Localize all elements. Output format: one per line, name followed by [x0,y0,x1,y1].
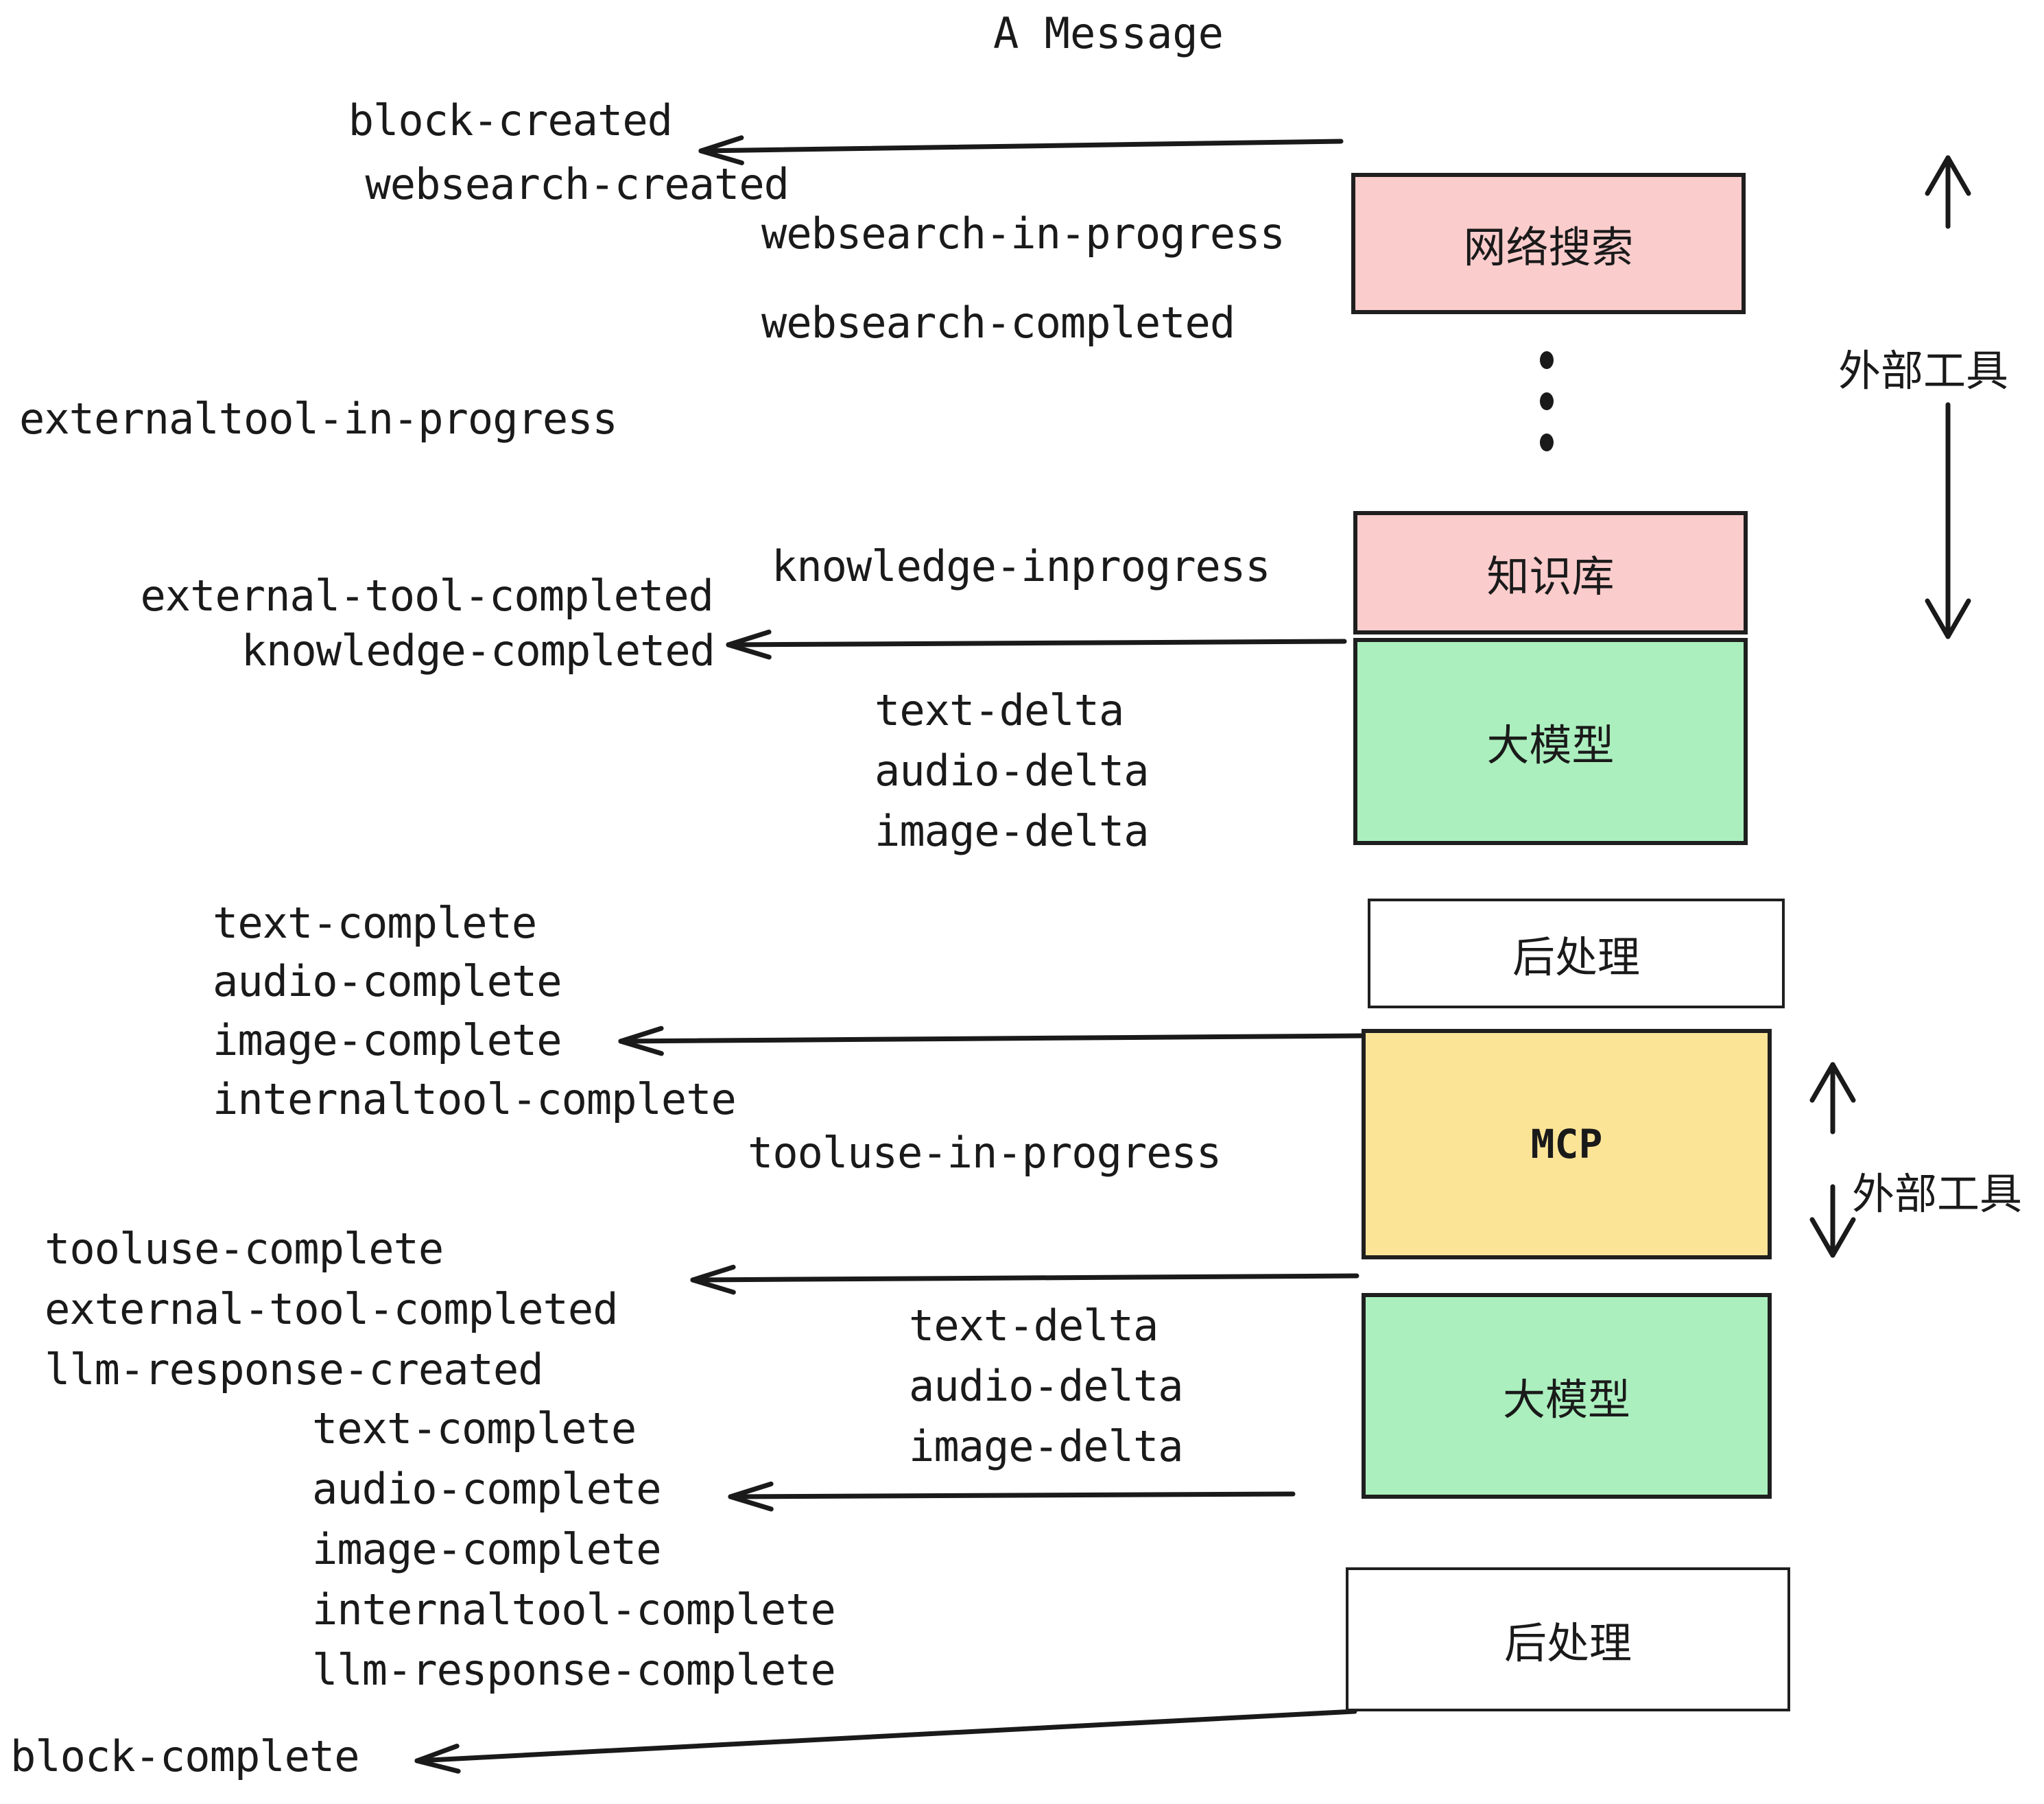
event-label-audio-complete-1: audio-complete [213,956,562,1006]
event-label-websearch-completed: websearch-completed [761,298,1235,348]
event-label-llm-response-complete: llm-response-complete [312,1645,836,1695]
ellipsis-dot [1540,434,1554,451]
event-label-image-delta-1: image-delta [875,806,1150,856]
arrow-block-created [698,135,1344,165]
side-label-external-tool-top: 外部工具 [1838,346,2009,396]
event-label-tooluse-in-progress: tooluse-in-progress [748,1128,1222,1178]
box-llm-2: 大模型 [1362,1293,1772,1499]
box-postprocess-1: 后处理 [1368,899,1785,1008]
event-label-block-created: block-created [348,95,673,145]
external-tool-bracket-bot-down [1809,1184,1856,1258]
event-label-websearch-in-progress: websearch-in-progress [761,209,1285,259]
event-label-text-complete-2: text-complete [312,1403,637,1453]
ellipsis-dot [1540,392,1554,410]
arrow-knowledge-done [726,629,1347,660]
ellipsis-dot [1540,351,1554,369]
side-label-external-tool-bottom: 外部工具 [1852,1169,2023,1219]
arrow-image-complete [618,1025,1364,1056]
event-label-text-complete-1: text-complete [213,898,537,948]
event-label-audio-complete-2: audio-complete [312,1464,662,1514]
event-label-audio-delta-1: audio-delta [875,746,1150,796]
box-mcp: MCP [1362,1029,1772,1259]
event-label-llm-response-created: llm-response-created [45,1344,544,1394]
event-label-internaltool-complete-2: internaltool-complete [312,1585,836,1635]
event-label-tooluse-complete: tooluse-complete [45,1224,444,1274]
event-label-externaltool-in-progress: externaltool-in-progress [19,394,618,444]
page-title: A Message [993,8,1224,58]
event-label-external-tool-completed-1: external-tool-completed [140,571,714,621]
event-label-knowledge-inprogress: knowledge-inprogress [772,541,1271,591]
event-label-websearch-created: websearch-created [365,159,789,209]
event-label-internaltool-complete-1: internaltool-complete [213,1074,737,1124]
arrow-tooluse-complete [690,1264,1359,1295]
event-label-external-tool-completed-2: external-tool-completed [45,1284,619,1334]
event-label-image-delta-2: image-delta [909,1421,1184,1471]
event-label-knowledge-completed: knowledge-completed [241,626,715,676]
box-websearch: 网络搜索 [1351,173,1746,314]
external-tool-bracket-top-down [1925,402,1971,639]
event-label-audio-delta-2: audio-delta [909,1361,1184,1411]
box-postprocess-2: 后处理 [1346,1567,1790,1711]
external-tool-bracket-bot-up [1809,1062,1856,1135]
box-llm-1: 大模型 [1353,638,1748,845]
arrow-block-complete [414,1709,1357,1774]
box-knowledge: 知识库 [1353,511,1748,634]
event-label-text-delta-2: text-delta [909,1301,1158,1351]
event-label-image-complete-1: image-complete [213,1015,562,1065]
event-label-text-delta-1: text-delta [875,685,1124,735]
event-label-image-complete-2: image-complete [312,1524,662,1574]
event-label-block-complete: block-complete [10,1731,360,1781]
arrow-audio-complete [728,1481,1296,1512]
external-tool-bracket-top-up [1925,155,1971,229]
